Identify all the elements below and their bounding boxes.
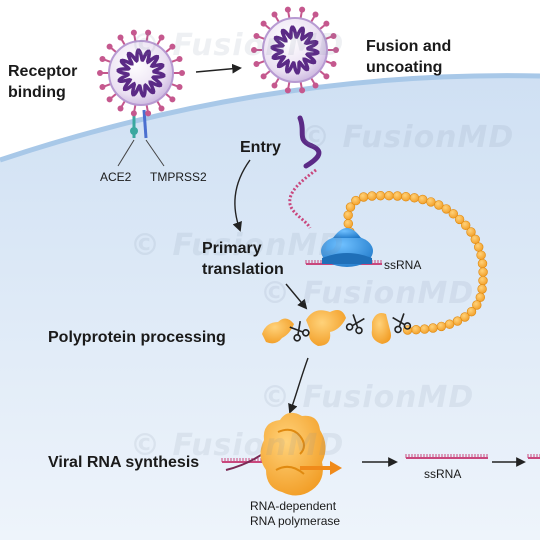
spike-protein xyxy=(261,21,267,27)
label-rdrp-line2: RNA polymerase xyxy=(250,514,340,529)
spike-protein xyxy=(107,96,113,102)
amino-acid-bead xyxy=(418,195,427,204)
spike-protein xyxy=(323,73,329,79)
amino-acid-bead xyxy=(471,235,480,244)
amino-acid-bead xyxy=(344,211,353,220)
label-ssrna-translation: ssRNA xyxy=(384,258,421,273)
spike-protein xyxy=(131,110,137,116)
amino-acid-bead xyxy=(437,322,446,331)
amino-acid-bead xyxy=(412,325,421,334)
spike-protein xyxy=(99,84,105,90)
amino-acid-bead xyxy=(474,243,483,252)
watermark: © FusionMD xyxy=(260,276,474,311)
spike-protein xyxy=(159,106,165,112)
amino-acid-bead xyxy=(453,317,462,326)
spike-protein xyxy=(272,11,278,17)
amino-acid-bead xyxy=(368,192,377,201)
spike-protein xyxy=(285,87,291,93)
spike-protein xyxy=(285,7,291,13)
spike-protein xyxy=(177,84,183,90)
amino-acid-bead xyxy=(427,198,436,207)
spike-protein xyxy=(118,106,124,112)
spike-protein xyxy=(272,83,278,89)
label-ssrna-product: ssRNA xyxy=(424,467,461,482)
label-viral-rna-synthesis: Viral RNA synthesis xyxy=(48,453,199,473)
amino-acid-bead xyxy=(376,191,385,200)
spike-protein xyxy=(97,70,103,76)
label-ace2: ACE2 xyxy=(100,170,131,185)
label-primary-translation-line1: Primary xyxy=(202,239,262,259)
spike-protein xyxy=(99,56,105,62)
amino-acid-bead xyxy=(477,251,486,260)
amino-acid-bead xyxy=(479,276,488,285)
spike-protein xyxy=(261,73,267,79)
spike-protein xyxy=(118,34,124,40)
amino-acid-bead xyxy=(344,219,353,228)
watermark: © FusionMD xyxy=(300,120,514,155)
spike-protein xyxy=(299,7,305,13)
label-rdrp-line1: RNA-dependent xyxy=(250,499,336,514)
spike-protein xyxy=(323,21,329,27)
label-receptor-binding-line2: binding xyxy=(8,83,66,103)
label-primary-translation-line2: translation xyxy=(202,260,284,280)
amino-acid-bead xyxy=(410,193,419,202)
spike-protein xyxy=(313,83,319,89)
label-receptor-binding-line1: Receptor xyxy=(8,62,77,82)
arrow-binding-to-fusion xyxy=(196,68,240,72)
amino-acid-bead xyxy=(445,320,454,329)
spike-protein xyxy=(107,44,113,50)
spike-protein xyxy=(179,70,185,76)
amino-acid-bead xyxy=(478,285,487,294)
label-fusion-line1: Fusion and xyxy=(366,37,451,57)
spike-protein xyxy=(169,96,175,102)
label-polyprotein-processing: Polyprotein processing xyxy=(48,328,226,348)
watermark: © FusionMD xyxy=(260,380,474,415)
watermark: © FusionMD xyxy=(130,28,344,63)
spike-protein xyxy=(145,110,151,116)
amino-acid-bead xyxy=(420,325,429,334)
label-entry: Entry xyxy=(240,138,281,158)
spike-protein xyxy=(313,11,319,17)
amino-acid-bead xyxy=(393,192,402,201)
label-tmprss2: TMPRSS2 xyxy=(150,170,207,185)
amino-acid-bead xyxy=(479,268,488,277)
amino-acid-bead xyxy=(429,324,438,333)
spike-protein xyxy=(299,87,305,93)
amino-acid-bead xyxy=(402,192,411,201)
amino-acid-bead xyxy=(359,193,368,202)
amino-acid-bead xyxy=(478,259,487,268)
amino-acid-bead xyxy=(385,191,394,200)
label-fusion-line2: uncoating xyxy=(366,58,442,78)
